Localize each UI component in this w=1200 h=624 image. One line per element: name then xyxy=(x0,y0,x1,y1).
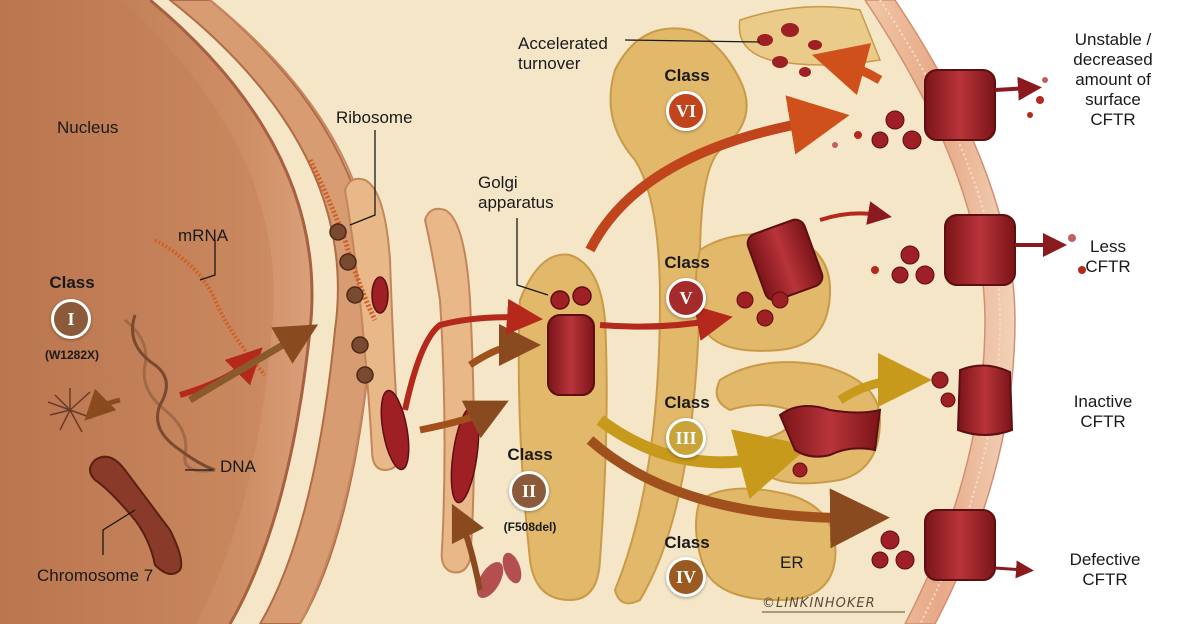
class-5-badge: V xyxy=(666,278,706,318)
nucleus xyxy=(0,0,312,624)
class-2-heading: Class xyxy=(507,445,553,464)
class-3-badge: III xyxy=(666,418,706,458)
cftr-inactive xyxy=(931,364,1014,436)
ribosomes xyxy=(329,223,374,384)
arrow-class5-out xyxy=(819,201,892,225)
arrow-er-exit xyxy=(419,400,509,439)
class-2-mutation: (F508del) xyxy=(503,520,557,534)
class-1-heading: Class xyxy=(49,273,95,292)
leader-lines xyxy=(102,39,761,555)
dna-strand xyxy=(131,314,216,472)
chromosome xyxy=(89,455,183,575)
ribosome-label: Ribosome xyxy=(336,108,413,127)
chromosome-label: Chromosome 7 xyxy=(37,566,154,585)
arrow-class4 xyxy=(586,436,890,549)
dna-label: DNA xyxy=(220,457,256,476)
nucleus-label: Nucleus xyxy=(57,118,119,137)
class-1-mutation: (W1282X) xyxy=(44,348,100,362)
cftr-golgi xyxy=(547,286,595,396)
class-3-heading: Class xyxy=(664,393,710,412)
golgi-label: Golgi apparatus xyxy=(478,173,554,212)
class-5-heading: Class xyxy=(664,253,710,272)
cftr-less xyxy=(871,214,1086,286)
arrow-class3-out xyxy=(837,353,932,408)
class-4-heading: Class xyxy=(664,533,710,552)
mrna-label: mRNA xyxy=(178,226,229,245)
arrow-nonsense xyxy=(188,324,319,404)
er-label: ER xyxy=(780,553,804,572)
arrow-class3 xyxy=(596,415,810,499)
unstable-cftr-label: Unstable / decreased amount of surface C… xyxy=(1073,30,1153,129)
arrow-class1-degradation xyxy=(84,388,121,421)
arrow-turnover xyxy=(811,43,883,96)
less-cftr-label: Less CFTR xyxy=(1085,237,1131,276)
extracellular-space xyxy=(890,0,1200,624)
class-6-badge: VI xyxy=(666,91,706,131)
cftr-class3 xyxy=(778,405,882,478)
class-4-badge: IV xyxy=(666,557,706,597)
cftr-class5 xyxy=(736,218,824,327)
nucleus-shade xyxy=(0,0,274,624)
arrow-class2-degradation xyxy=(451,503,485,591)
defective-cftr-label: Defective CFTR xyxy=(1069,550,1141,589)
cftr-defective xyxy=(871,509,1034,581)
arrow-class6 xyxy=(585,95,850,253)
class-6-heading: Class xyxy=(664,66,710,85)
mrna-strand xyxy=(154,238,267,377)
inactive-cftr-label: Inactive CFTR xyxy=(1073,392,1133,431)
class-1-badge: I xyxy=(51,299,91,339)
turnover-fragments xyxy=(757,23,822,77)
dna-strand xyxy=(124,318,216,473)
accelerated-turnover-label: Accelerated turnover xyxy=(518,34,608,73)
arrow-class5 xyxy=(599,305,733,341)
credit-signature: ©LINKINHOKER xyxy=(762,596,876,611)
arrow-to-golgi xyxy=(468,324,541,368)
misfolded-fragments xyxy=(476,552,522,599)
cftr-unstable xyxy=(832,69,1048,150)
class-2-badge: II xyxy=(509,471,549,511)
arrow-to-golgi-main xyxy=(402,298,543,411)
